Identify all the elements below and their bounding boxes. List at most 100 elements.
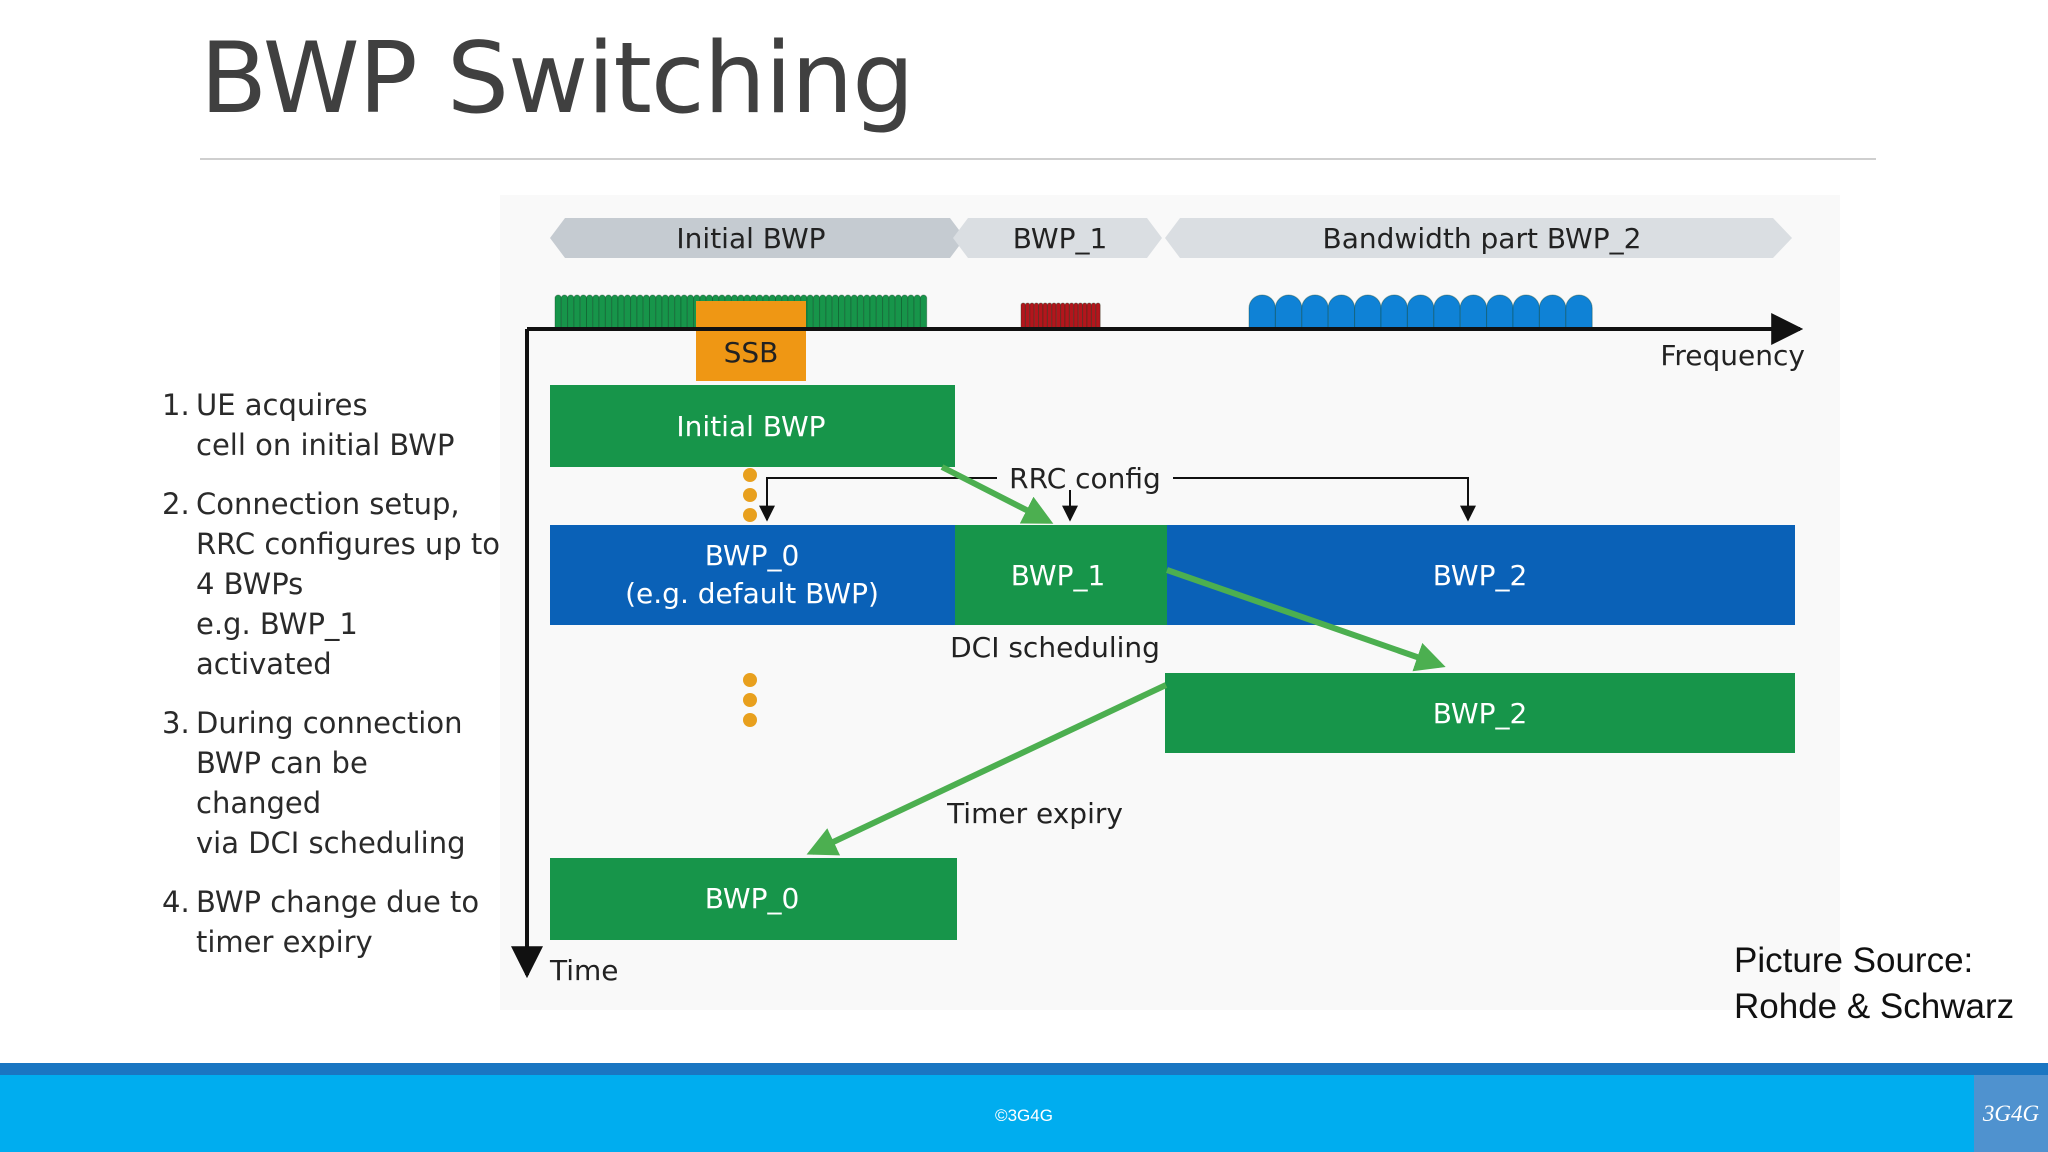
- initial-bwp-box-label: Initial BWP: [676, 410, 825, 443]
- subcarrier-green: [560, 294, 569, 329]
- subcarrier-red: [1090, 302, 1097, 329]
- step-text: During connection BWP can be changed via…: [196, 706, 466, 860]
- subcarrier-green: [844, 294, 852, 329]
- switch-arrow-bwp1-to-bwp2: [1166, 567, 1446, 672]
- subcarrier-red: [1086, 302, 1092, 329]
- subcarrier-red: [1073, 302, 1079, 329]
- subcarrier-green: [806, 294, 814, 329]
- subcarrier-green: [831, 294, 839, 329]
- bwp0-box: [550, 525, 955, 625]
- header-bwp2-shape: [1165, 218, 1792, 258]
- subcarrier-blue: [1380, 294, 1408, 329]
- header-bwp1-label: BWP_1: [1013, 222, 1108, 255]
- subcarrier-green: [611, 294, 619, 329]
- title-divider: [200, 158, 1876, 160]
- continuation-dot: [743, 713, 757, 727]
- footer-bar: [0, 1075, 2048, 1152]
- bwp2-active-box: [1165, 673, 1795, 753]
- footer-copyright: ©3G4G: [995, 1106, 1053, 1125]
- subcarrier-blue: [1459, 294, 1488, 329]
- step-item: 4. BWP change due to timer expiry: [162, 882, 502, 962]
- step-item: 2. Connection setup, RRC configures up t…: [162, 484, 502, 684]
- step-number: 2.: [162, 487, 190, 521]
- subcarrier-green: [875, 294, 884, 329]
- picture-source: Picture Source: Rohde & Schwarz: [1734, 941, 2015, 1026]
- subcarrier-red: [1020, 302, 1026, 329]
- subcarrier-red: [1055, 302, 1062, 329]
- subcarrier-red: [1064, 302, 1070, 329]
- subcarrier-green: [579, 294, 587, 329]
- subcarrier-green: [856, 294, 865, 329]
- subcarrier-green: [573, 294, 581, 329]
- subcarrier-green: [812, 294, 821, 329]
- time-axis-label: Time: [549, 954, 619, 987]
- subcarrier-green: [907, 294, 915, 329]
- subcarrier-red: [1033, 302, 1040, 329]
- timer-expiry-label: Timer expiry: [946, 797, 1123, 830]
- subcarrier-green: [894, 294, 902, 329]
- subcarrier-green: [838, 294, 846, 329]
- step-number: 4.: [162, 885, 190, 919]
- subcarrier-red: [1024, 302, 1031, 329]
- subcarrier-red: [1029, 302, 1035, 329]
- subcarrier-green: [655, 294, 663, 329]
- dci-scheduling-label: DCI scheduling: [950, 631, 1160, 664]
- continuation-dot: [743, 508, 757, 522]
- continuation-dot: [743, 488, 757, 502]
- bwp0-final-box-label: BWP_0: [705, 882, 800, 915]
- bwp2-active-box-label: BWP_2: [1433, 697, 1528, 730]
- header-initial-bwp-shape: [550, 218, 965, 258]
- header-initial-bwp-label: Initial BWP: [676, 222, 825, 255]
- subcarrier-green: [913, 294, 921, 329]
- subcarrier-blue: [1327, 294, 1356, 329]
- bwp1-box: [955, 525, 1167, 625]
- subcarrier-green: [674, 294, 682, 329]
- subcarrier-red: [1042, 302, 1048, 329]
- subcarrier-green: [554, 294, 562, 329]
- frequency-axis-label: Frequency: [1660, 339, 1805, 372]
- subcarrier-green: [680, 294, 688, 329]
- bwp0-final-box: [550, 858, 957, 940]
- subcarrier-red: [1068, 302, 1075, 329]
- ssb-label: SSB: [724, 336, 779, 369]
- subcarrier-red: [1051, 302, 1057, 329]
- subcarrier-green: [586, 294, 594, 329]
- subcarrier-blue: [1486, 294, 1514, 329]
- rrc-config-label: RRC config: [1009, 462, 1161, 495]
- subcarrier-red: [1038, 302, 1044, 329]
- subcarrier-blue: [1565, 294, 1593, 329]
- subcarrier-green: [592, 294, 600, 329]
- subcarrier-green: [617, 294, 625, 329]
- subcarrier-blue: [1274, 294, 1303, 329]
- subcarrier-red: [1060, 302, 1066, 329]
- rrc-config-line-left: [759, 477, 997, 522]
- subcarrier-green: [863, 294, 871, 329]
- footer-accent-bar: [0, 1063, 2048, 1075]
- subcarrier-blue: [1538, 294, 1567, 329]
- subcarrier-green: [661, 294, 669, 329]
- subcarrier-blue: [1248, 294, 1276, 329]
- bwp2-band-box-label: BWP_2: [1433, 559, 1528, 592]
- step-text: UE acquires cell on initial BWP: [196, 388, 455, 462]
- subcarrier-green: [636, 294, 644, 329]
- subcarriers-red: [1020, 302, 1101, 329]
- subcarrier-green: [882, 294, 890, 329]
- subcarrier-green: [649, 294, 657, 329]
- brand-logo: 3G4G: [1974, 1075, 2048, 1152]
- subcarrier-blue: [1512, 294, 1540, 329]
- bwp-diagram: Initial BWP BWP_1 Bandwidth part BWP_2 S…: [500, 195, 1840, 1010]
- subcarrier-green: [642, 294, 650, 329]
- rrc-config-line-right: [1173, 477, 1476, 522]
- subcarrier-blue: [1301, 294, 1329, 329]
- subcarrier-blue: [1406, 294, 1435, 329]
- subcarrier-red: [1095, 302, 1101, 329]
- slide-title: BWP Switching: [200, 22, 914, 136]
- continuation-dot: [743, 468, 757, 482]
- subcarrier-green: [869, 294, 877, 329]
- subcarrier-red: [1082, 302, 1088, 329]
- header-bwp2-label: Bandwidth part BWP_2: [1323, 222, 1642, 255]
- bwp0-box-sublabel: (e.g. default BWP): [625, 577, 879, 610]
- subcarrier-green: [850, 294, 858, 329]
- subcarrier-green: [630, 294, 638, 329]
- subcarrier-green: [819, 294, 827, 329]
